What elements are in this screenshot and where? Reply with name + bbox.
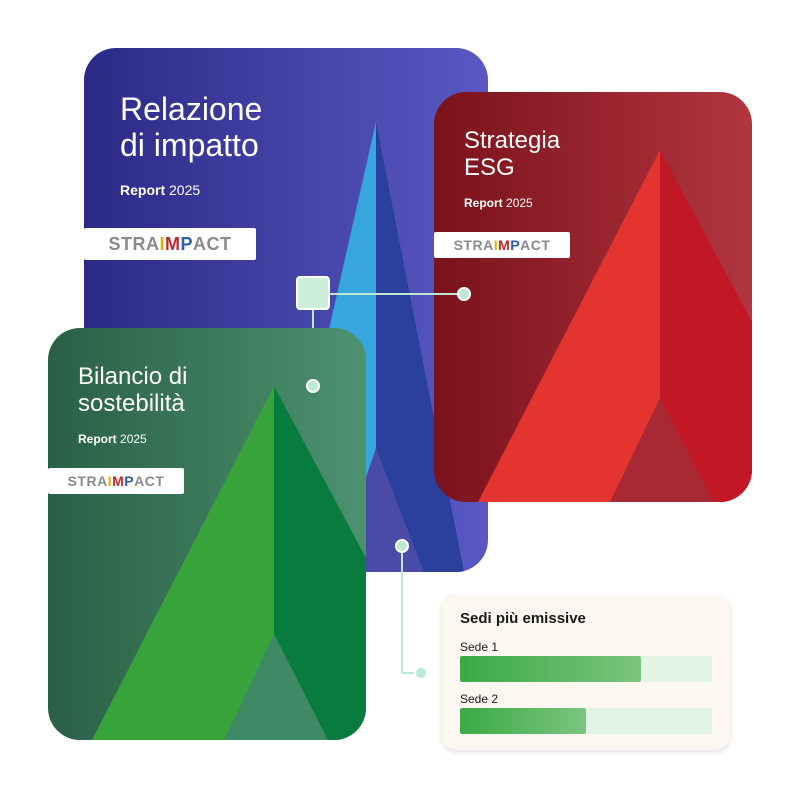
connector-dot-emissions-end: [414, 666, 428, 680]
connector-line-esg: [330, 293, 464, 295]
impact-card-title: Relazione di impatto: [120, 91, 263, 163]
esg-card-subtitle: Report 2025: [464, 196, 533, 210]
connector-line-emissions-vertical: [401, 546, 403, 674]
impact-card-subtitle: Report 2025: [120, 182, 200, 198]
esg-card-title: Strategia ESG: [464, 127, 561, 181]
sustainability-card-artwork: [48, 328, 366, 740]
emission-bar-track-1: [460, 656, 712, 682]
connector-line-emissions-horizontal: [401, 672, 421, 674]
connector-dot-emissions-top: [395, 539, 409, 553]
impact-card-subtitle-label: Report: [120, 182, 166, 198]
emission-bar-track-2: [460, 708, 712, 734]
emission-row-label-2: Sede 2: [460, 692, 499, 706]
esg-card-artwork: [434, 92, 752, 502]
connector-hub-node: [296, 276, 330, 310]
connector-dot-sustainability: [306, 379, 320, 393]
emissions-widget: Sedi più emissive Sede 1 Sede 2: [442, 594, 730, 750]
emission-row-label-1: Sede 1: [460, 640, 499, 654]
connector-dot-esg: [457, 287, 471, 301]
emission-bar-fill-2: [460, 708, 586, 734]
impact-card-subtitle-year: 2025: [169, 182, 201, 198]
esg-card-subtitle-year: 2025: [506, 196, 533, 210]
sustainability-card-subtitle-label: Report: [78, 432, 117, 446]
sustainability-report-card[interactable]: Bilancio di sostebilità Report 2025 STRA…: [48, 328, 366, 740]
sustainability-card-subtitle-year: 2025: [120, 432, 147, 446]
esg-card-subtitle-label: Report: [464, 196, 503, 210]
sustainability-card-subtitle: Report 2025: [78, 432, 147, 446]
sustainability-card-title: Bilancio di sostebilità: [78, 363, 188, 417]
emissions-title: Sedi più emissive: [460, 610, 586, 627]
emission-bar-fill-1: [460, 656, 642, 682]
